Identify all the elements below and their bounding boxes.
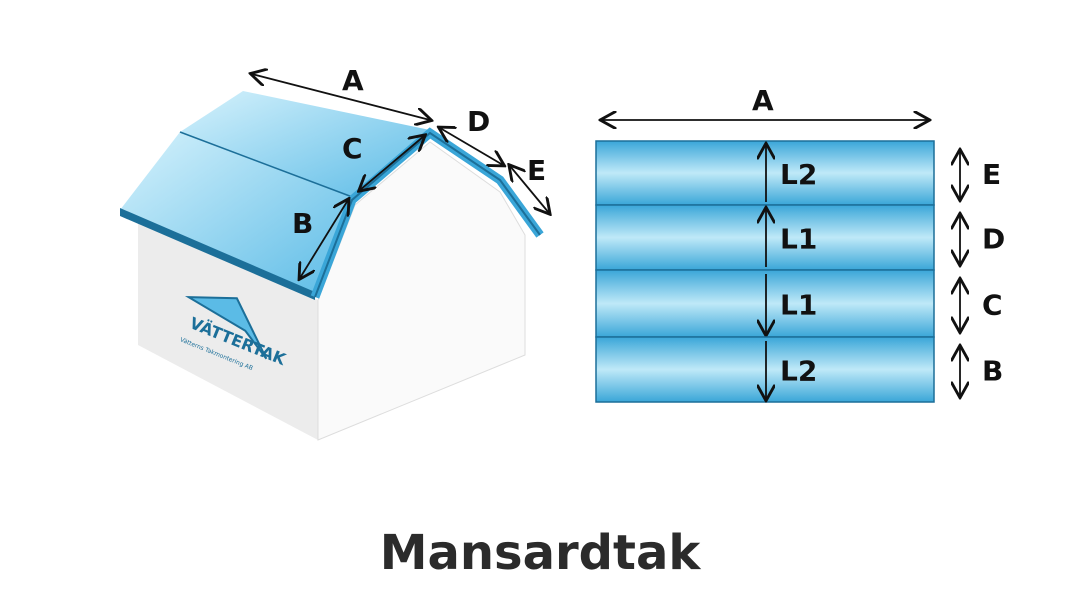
panel-row-label: L2 [780,355,817,388]
panel-row-label: L1 [780,223,817,256]
mansard-roof-diagram: VÄTTERTAK Vätterns Takmontering AB A C B… [120,64,1005,441]
panel-row [595,204,935,271]
roof-eave [120,208,315,300]
panel-row [595,269,935,338]
dim-a-arrow [252,74,430,120]
roof-lower [120,132,355,295]
house: VÄTTERTAK Vätterns Takmontering AB A C B… [120,64,549,441]
panel-row [595,140,935,206]
dim-d-arrow [440,128,503,165]
dim-b-arrow [300,200,348,278]
roof-fold [179,131,356,199]
label-a: A [342,64,364,97]
side-label: B [982,355,1003,388]
caption: Mansardtak [379,525,701,581]
dim-e-arrow [510,166,549,213]
side-label: C [982,289,1003,322]
panel-row [595,336,935,403]
side-label: D [982,223,1005,256]
label-d: D [467,105,490,138]
side-label: E [982,158,1001,191]
left-wall [138,222,318,440]
label-b: B [292,207,313,240]
label-c: C [342,132,363,165]
dim-c-arrow [360,136,424,190]
panel-row-label: L2 [780,158,817,191]
label-e: E [527,154,546,187]
panel-row-label: L1 [780,289,817,322]
panel-label-a: A [752,84,774,117]
